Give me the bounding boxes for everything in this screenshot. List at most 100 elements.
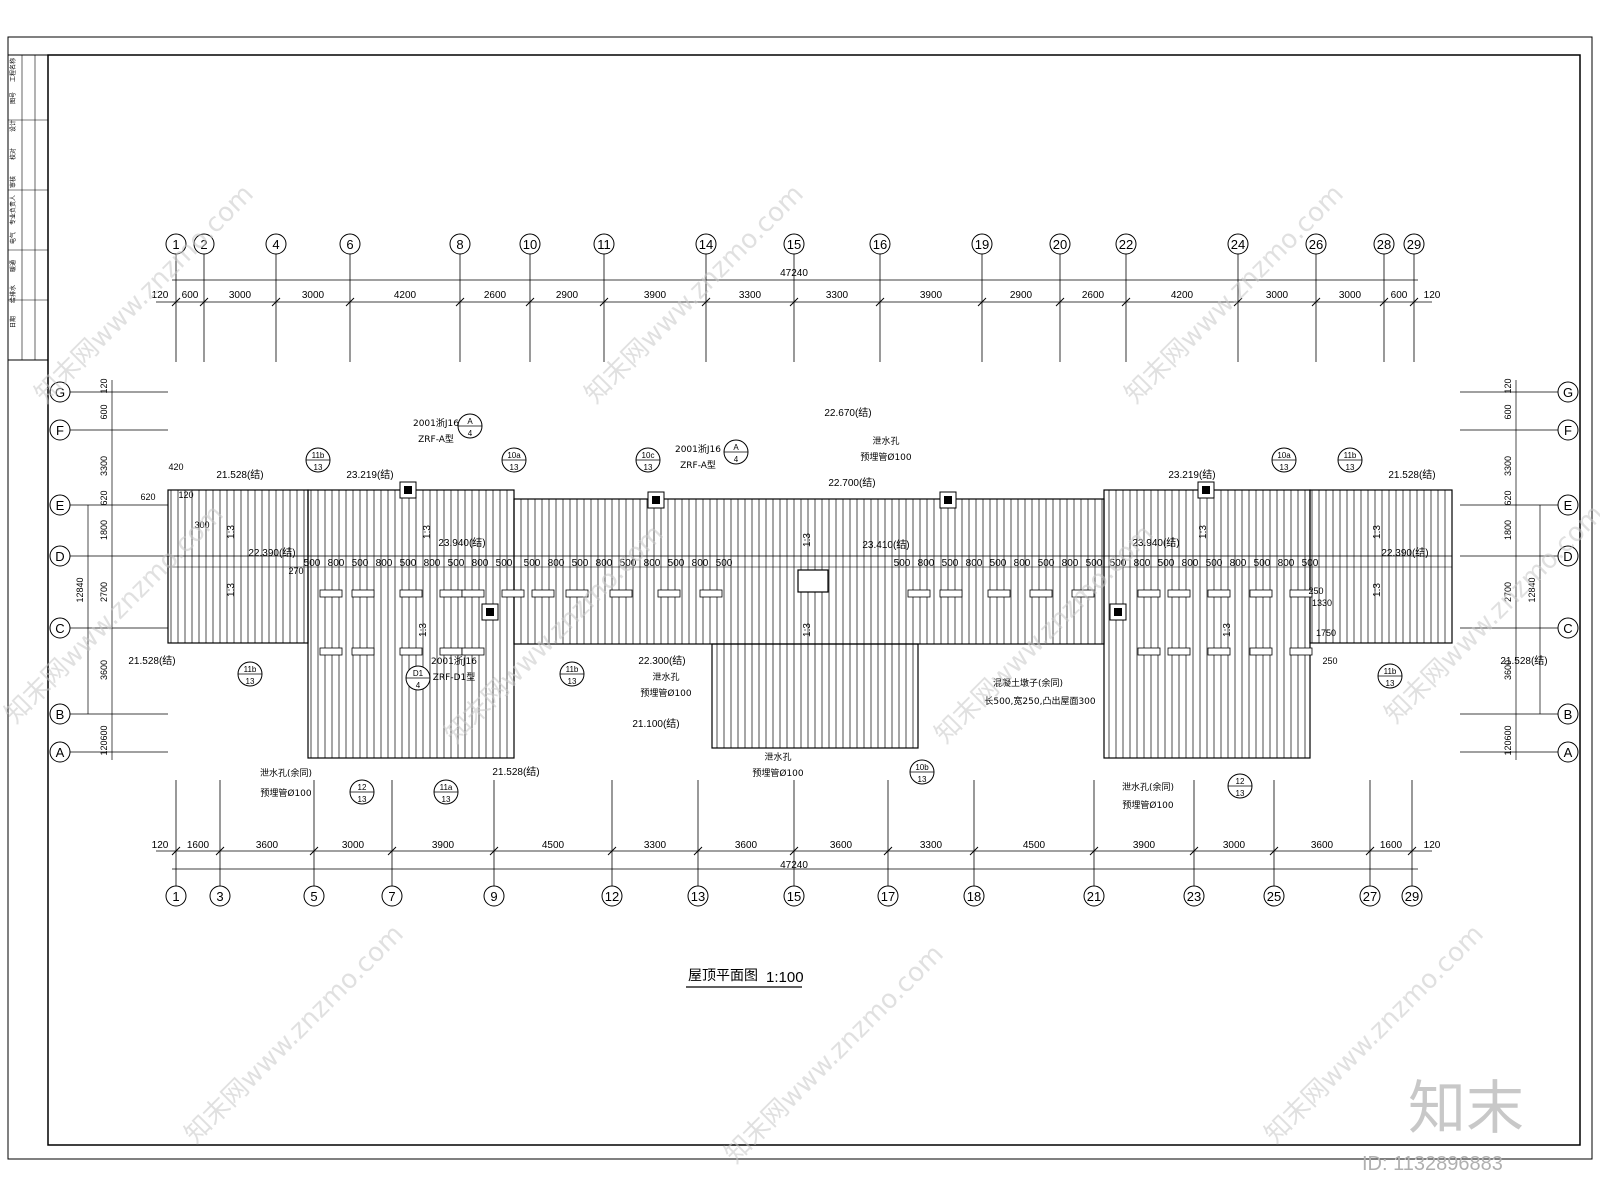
right-dim-2: 3300	[1503, 456, 1513, 476]
bottom-dim-8: 3600	[830, 840, 853, 851]
detail-num-12: 10b	[915, 763, 929, 772]
title-block-label: 审核	[9, 176, 17, 188]
dim-tick	[215, 846, 225, 856]
pier-dim-2-1: 800	[918, 558, 935, 569]
elevation-label-2: 22.390(结)	[248, 546, 295, 559]
bottom-dim-3: 3000	[342, 840, 365, 851]
detail-sheet-13: 13	[1236, 789, 1245, 798]
bottom-dim-11: 3900	[1133, 840, 1156, 851]
pier-dim-0-4: 500	[400, 558, 417, 569]
pipe-label-2: 预埋管Ø100	[640, 687, 692, 699]
drawing-title: 屋顶平面图	[688, 968, 758, 984]
dim-tick	[1233, 297, 1243, 307]
top-dim-15: 3000	[1339, 290, 1362, 301]
left-dim-3: 620	[99, 490, 109, 505]
top-axis-bubble-2-label: 2	[200, 237, 207, 252]
concrete-pier	[609, 589, 633, 598]
elevation-label-3: 23.940(结)	[438, 536, 485, 549]
left-row-bubble-B-label: B	[56, 707, 65, 722]
slope-label-9: 1:3	[226, 583, 237, 597]
concrete-pier	[1137, 589, 1161, 598]
slope-label-5: 1:3	[1198, 525, 1209, 539]
left-dim-8: 120	[99, 740, 109, 755]
title-block-label: 暖通	[9, 260, 17, 272]
bottom-dim-15: 120	[1424, 840, 1441, 851]
right-row-bubble-E-label: E	[1564, 498, 1573, 513]
pier-dim-3-2: 500	[1158, 558, 1175, 569]
logo-watermark: 知末	[1408, 1074, 1524, 1142]
concrete-pier	[1137, 647, 1161, 656]
pier-dim-2-8: 500	[1086, 558, 1103, 569]
bottom-dim-0: 120	[152, 840, 169, 851]
top-axis-bubble-8-label: 8	[456, 237, 463, 252]
concrete-pier	[531, 589, 555, 598]
right-total-depth: 12840	[1527, 577, 1537, 602]
pier-dim-0-7: 800	[472, 558, 489, 569]
top-overall-dim: 47240	[780, 268, 808, 279]
concrete-pier	[1167, 589, 1191, 598]
detail-num-10: 12	[358, 783, 367, 792]
right-dim-5: 2700	[1503, 582, 1513, 602]
dim-tick	[171, 297, 181, 307]
bottom-axis-bubble-12-label: 12	[605, 889, 619, 904]
misc-dim-2: 620	[140, 492, 155, 502]
slope-label-4: 1:3	[802, 623, 813, 637]
dim-tick	[271, 297, 281, 307]
right-row-bubble-B-label: B	[1564, 707, 1573, 722]
bottom-dim-6: 3300	[644, 840, 667, 851]
slope-label-0: 1:3	[226, 525, 237, 539]
pier-dim-1-6: 500	[668, 558, 685, 569]
elevation-label-14: 21.528(结)	[1500, 654, 1547, 667]
pipe-label-5: 预埋管Ø100	[1122, 799, 1174, 811]
concrete-pier	[1207, 589, 1231, 598]
title-block-label: 电气	[9, 232, 17, 244]
top-axis-bubble-24-label: 24	[1231, 237, 1245, 252]
drain-same-1: 泄水孔(余同)	[260, 767, 312, 779]
right-dim-7: 600	[1503, 725, 1513, 740]
roof-vent-core	[944, 496, 952, 504]
top-dim-9: 3300	[826, 290, 849, 301]
title-block-label: 校对	[9, 148, 17, 160]
dim-tick	[489, 846, 499, 856]
roof-vent-core	[1114, 608, 1122, 616]
right-row-bubble-G-label: G	[1563, 385, 1573, 400]
dim-tick	[1089, 846, 1099, 856]
watermark-text: 知末网www.znzmo.com	[579, 179, 810, 410]
concrete-pier	[1167, 647, 1191, 656]
bottom-axis-bubble-9-label: 9	[490, 889, 497, 904]
pier-dim-1-0: 500	[524, 558, 541, 569]
dim-tick	[607, 846, 617, 856]
concrete-pier	[319, 589, 343, 598]
right-row-bubble-D-label: D	[1563, 549, 1572, 564]
top-dim-14: 3000	[1266, 290, 1289, 301]
bottom-axis-bubble-1-label: 1	[172, 889, 179, 904]
watermark-text: 知末网www.znzmo.com	[1119, 179, 1350, 410]
pier-dim-1-8: 500	[716, 558, 733, 569]
top-dim-2: 3000	[229, 290, 252, 301]
bottom-axis-bubble-29-label: 29	[1405, 889, 1419, 904]
detail-num-4: A	[733, 443, 739, 452]
top-dim-13: 4200	[1171, 290, 1194, 301]
pier-dim-2-0: 500	[894, 558, 911, 569]
dim-tick	[875, 297, 885, 307]
watermark-group-0: 知末网www.znzmo.com	[29, 179, 260, 410]
drain-label-1: 泄水孔	[872, 435, 899, 447]
elevation-label-1: 23.219(结)	[346, 468, 393, 481]
title-block-label: 工程名称	[9, 58, 17, 82]
drain-same-2: 泄水孔(余同)	[1122, 781, 1174, 793]
top-axis-bubble-22-label: 22	[1119, 237, 1133, 252]
detail-num-0: 11b	[312, 451, 325, 460]
detail-sheet-14: 13	[1386, 679, 1395, 688]
elevation-label-8: 21.100(结)	[632, 717, 679, 730]
left-row-bubble-A-label: A	[56, 745, 65, 760]
bottom-axis-bubble-18-label: 18	[967, 889, 981, 904]
title-block-label: 图号	[10, 92, 17, 104]
top-axis-bubble-15-label: 15	[787, 237, 801, 252]
top-axis-bubble-20-label: 20	[1053, 237, 1067, 252]
dim-tick	[1407, 846, 1417, 856]
concrete-pier	[351, 647, 375, 656]
pier-dim-3-3: 800	[1182, 558, 1199, 569]
top-dim-4: 4200	[394, 290, 417, 301]
